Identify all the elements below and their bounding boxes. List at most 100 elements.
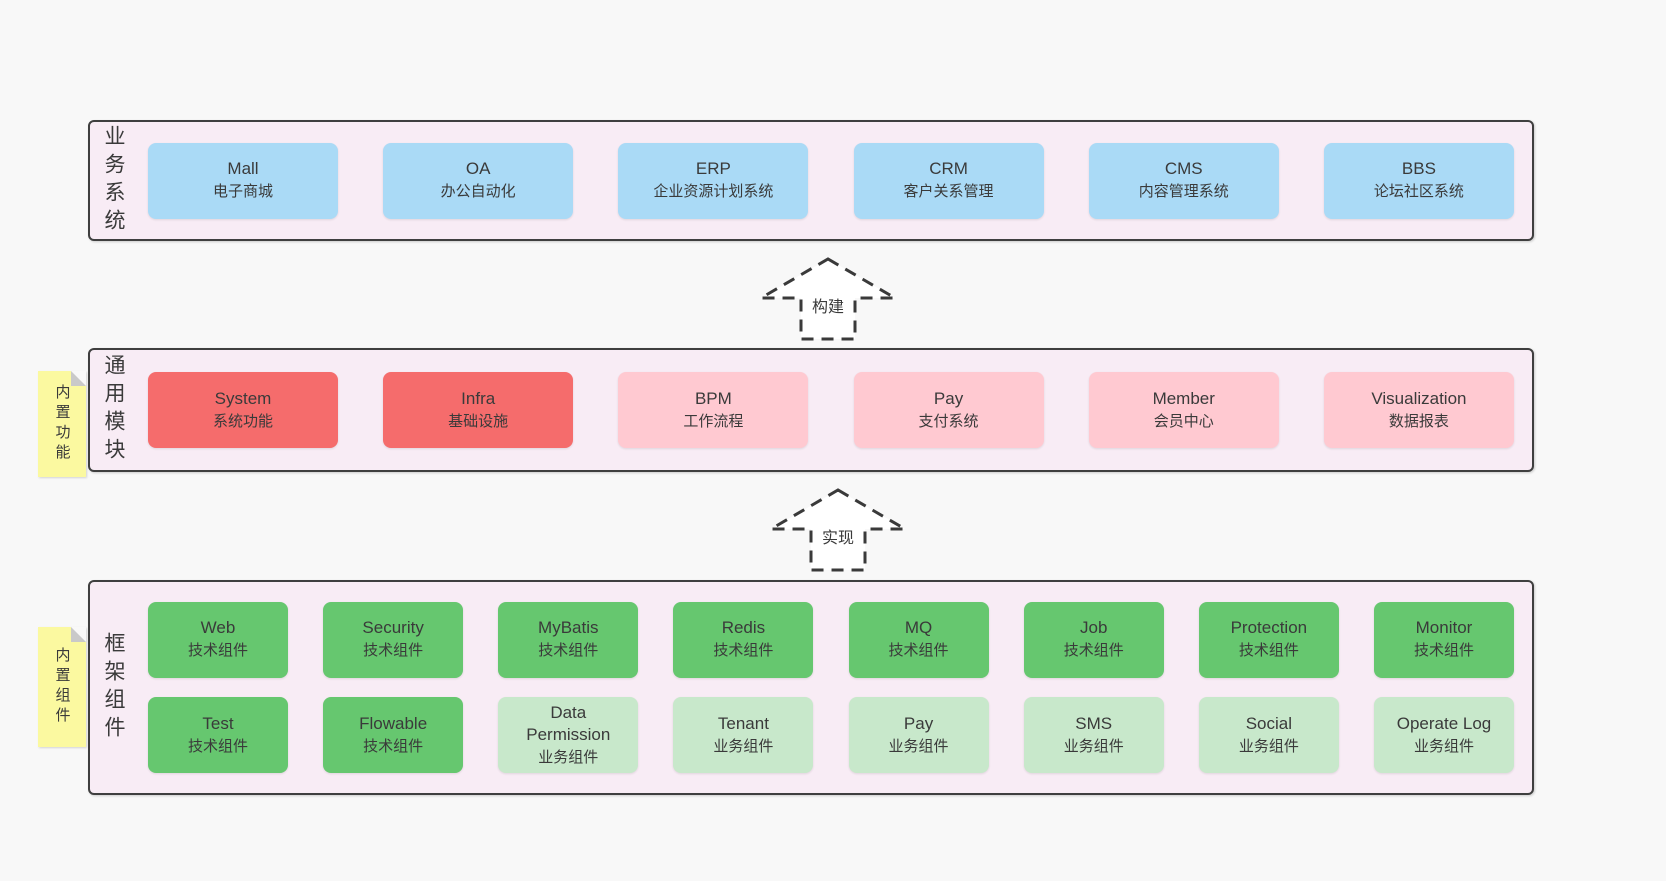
arrow-implement: 实现 <box>768 487 908 573</box>
box-title: BPM <box>694 388 732 408</box>
box-crm: CRM 客户关系管理 <box>853 142 1044 219</box>
note-fold-icon <box>71 371 86 386</box>
box-title: Social <box>1245 713 1292 733</box>
box-subtitle: 技术组件 <box>1238 642 1299 660</box>
layer-framework-components: 框架组件 Web 技术组件 Security 技术组件 MyBatis 技术组件… <box>88 580 1534 795</box>
box-flowable: Flowable 技术组件 <box>323 697 464 774</box>
box-infra: Infra 基础设施 <box>383 372 574 448</box>
box-tenant: Tenant 业务组件 <box>673 697 814 774</box>
box-subtitle: 基础设施 <box>448 412 509 430</box>
box-security: Security 技术组件 <box>323 601 464 678</box>
arrow-implement-label: 实现 <box>818 523 858 549</box>
note-built-in-functions: 内置功能 <box>38 371 86 477</box>
box-title: Test <box>202 713 234 733</box>
box-title: OA <box>465 159 491 179</box>
box-subtitle: 工作流程 <box>683 412 744 430</box>
box-pay-component: Pay 业务组件 <box>848 697 989 774</box>
box-subtitle: 电子商城 <box>212 183 273 201</box>
layer-business-label: 业务系统 <box>102 124 125 237</box>
box-title: Flowable <box>359 713 428 733</box>
layer-modules-label: 通用模块 <box>102 354 125 466</box>
box-subtitle: 数据报表 <box>1388 412 1449 430</box>
component-row-2: Test 技术组件 Flowable 技术组件 Data Permission … <box>148 697 1514 774</box>
box-title: Tenant <box>717 713 769 733</box>
note-text: 内置组件 <box>53 647 71 727</box>
box-sms: SMS 业务组件 <box>1023 697 1164 774</box>
box-subtitle: 业务组件 <box>1238 737 1299 755</box>
box-subtitle: 技术组件 <box>713 642 774 660</box>
box-subtitle: 技术组件 <box>187 642 248 660</box>
box-subtitle: 系统功能 <box>212 412 273 430</box>
box-subtitle: 业务组件 <box>888 737 949 755</box>
box-subtitle: 业务组件 <box>538 749 599 767</box>
box-title: Redis <box>721 618 766 638</box>
box-title: MQ <box>904 618 933 638</box>
box-subtitle: 技术组件 <box>888 642 949 660</box>
note-text: 内置功能 <box>53 384 71 464</box>
box-subtitle: 客户关系管理 <box>903 183 994 201</box>
box-title: ERP <box>695 159 731 179</box>
box-mall: Mall 电子商城 <box>148 142 338 219</box>
box-subtitle: 业务组件 <box>1413 737 1474 755</box>
box-subtitle: 内容管理系统 <box>1138 183 1229 201</box>
box-title: SMS <box>1075 713 1113 733</box>
box-redis: Redis 技术组件 <box>673 601 814 678</box>
box-subtitle: 技术组件 <box>538 642 599 660</box>
box-erp: ERP 企业资源计划系统 <box>618 142 809 219</box>
box-web: Web 技术组件 <box>148 601 288 678</box>
box-title: Job <box>1079 618 1108 638</box>
box-test: Test 技术组件 <box>148 697 288 774</box>
box-title: Mall <box>227 159 259 179</box>
layer-common-modules: 通用模块 System 系统功能 Infra 基础设施 BPM 工作流程 Pay… <box>88 348 1534 472</box>
box-title: Web <box>200 618 236 638</box>
box-subtitle: 技术组件 <box>1063 642 1124 660</box>
component-row-1: Web 技术组件 Security 技术组件 MyBatis 技术组件 Redi… <box>148 601 1514 678</box>
box-member: Member 会员中心 <box>1088 372 1279 448</box>
arrow-build: 构建 <box>758 256 898 342</box>
note-built-in-components: 内置组件 <box>38 627 86 747</box>
box-visualization: Visualization 数据报表 <box>1323 372 1514 448</box>
box-title: Visualization <box>1371 388 1467 408</box>
box-title: Infra <box>461 388 496 408</box>
box-cms: CMS 内容管理系统 <box>1088 142 1279 219</box>
box-bpm: BPM 工作流程 <box>618 372 809 448</box>
box-title: Monitor <box>1415 618 1473 638</box>
box-title: Pay <box>903 713 934 733</box>
box-subtitle: 技术组件 <box>363 737 424 755</box>
component-boxes: Web 技术组件 Security 技术组件 MyBatis 技术组件 Redi… <box>148 582 1514 793</box>
box-oa: OA 办公自动化 <box>383 142 574 219</box>
box-subtitle: 业务组件 <box>713 737 774 755</box>
box-subtitle: 技术组件 <box>1413 642 1474 660</box>
box-subtitle: 会员中心 <box>1153 412 1214 430</box>
box-subtitle: 技术组件 <box>363 642 424 660</box>
box-job: Job 技术组件 <box>1023 601 1164 678</box>
module-boxes: System 系统功能 Infra 基础设施 BPM 工作流程 Pay 支付系统… <box>148 350 1514 470</box>
box-pay-module: Pay 支付系统 <box>853 372 1044 448</box>
box-title: BBS <box>1401 159 1436 179</box>
box-protection: Protection 技术组件 <box>1198 601 1339 678</box>
note-fold-icon <box>71 627 86 642</box>
box-operate-log: Operate Log 业务组件 <box>1373 697 1514 774</box>
box-title: Member <box>1152 388 1215 408</box>
box-title: CMS <box>1164 159 1203 179</box>
box-title: Operate Log <box>1396 713 1492 733</box>
box-subtitle: 业务组件 <box>1063 737 1124 755</box>
box-data-permission: Data Permission 业务组件 <box>498 697 639 774</box>
box-system: System 系统功能 <box>148 372 338 448</box>
box-mq: MQ 技术组件 <box>848 601 989 678</box>
business-boxes: Mall 电子商城 OA 办公自动化 ERP 企业资源计划系统 CRM 客户关系… <box>148 122 1514 239</box>
layer-components-label: 框架组件 <box>102 631 125 744</box>
box-social: Social 业务组件 <box>1198 697 1339 774</box>
box-subtitle: 技术组件 <box>187 737 248 755</box>
box-bbs: BBS 论坛社区系统 <box>1323 142 1514 219</box>
box-mybatis: MyBatis 技术组件 <box>498 601 639 678</box>
arrow-build-label: 构建 <box>808 292 848 318</box>
box-title: Security <box>362 618 424 638</box>
box-title: MyBatis <box>538 618 599 638</box>
box-title: Pay <box>933 388 964 408</box>
box-title: System <box>214 388 272 408</box>
box-subtitle: 论坛社区系统 <box>1373 183 1464 201</box>
box-title: CRM <box>929 159 968 179</box>
layer-business-systems: 业务系统 Mall 电子商城 OA 办公自动化 ERP 企业资源计划系统 CRM… <box>88 120 1534 241</box>
box-monitor: Monitor 技术组件 <box>1373 601 1514 678</box>
